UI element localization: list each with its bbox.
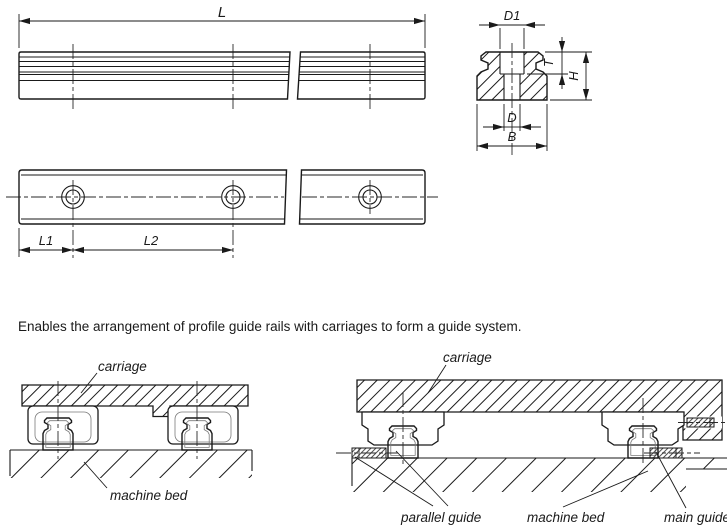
dimension-D1: D1	[479, 8, 545, 49]
label-parallel-guide: parallel guide	[400, 510, 481, 525]
dim-label-D: D	[507, 110, 516, 125]
plan-view: L1 L2	[6, 169, 438, 258]
dimension-H: H	[550, 51, 592, 101]
mounting-hole	[61, 185, 85, 209]
dim-label-D1: D1	[504, 8, 521, 23]
mounting-hole	[221, 185, 245, 209]
assembly-right: carriage parallel guide machine bed main…	[336, 350, 727, 525]
mounting-hole	[358, 185, 382, 209]
label-machine-bed-right: machine bed	[527, 510, 605, 525]
label-machine-bed-left: machine bed	[110, 488, 188, 503]
side-elevation-view: L	[18, 4, 426, 109]
machine-bed	[9, 449, 253, 478]
dim-label-T: T	[541, 58, 556, 67]
clamp-screw	[678, 416, 727, 429]
carriage-block	[167, 405, 239, 445]
dim-label-L2: L2	[144, 233, 159, 248]
label-carriage-right: carriage	[443, 350, 492, 365]
assembly-left: carriage machine bed	[9, 359, 253, 503]
dimension-B: B	[476, 104, 548, 151]
cross-section-view: D1 T H D B	[476, 8, 592, 155]
dimension-L2: L2	[73, 233, 233, 254]
carriage-plate	[356, 379, 723, 441]
clamp-screw	[336, 447, 398, 459]
clamp-screw	[644, 447, 700, 459]
label-carriage-left: carriage	[98, 359, 147, 374]
dimension-D: D	[483, 104, 541, 131]
dim-label-B: B	[508, 129, 517, 144]
label-main-guide: main guide	[664, 510, 727, 525]
description-text: Enables the arrangement of profile guide…	[18, 319, 522, 334]
dimension-T: T	[527, 37, 568, 89]
dimension-L1: L1	[18, 228, 73, 257]
dim-label-H: H	[566, 71, 581, 81]
dimension-L: L	[18, 4, 426, 48]
dim-label-L1: L1	[39, 233, 53, 248]
machine-bed	[351, 457, 727, 492]
dim-label-L: L	[218, 4, 226, 21]
